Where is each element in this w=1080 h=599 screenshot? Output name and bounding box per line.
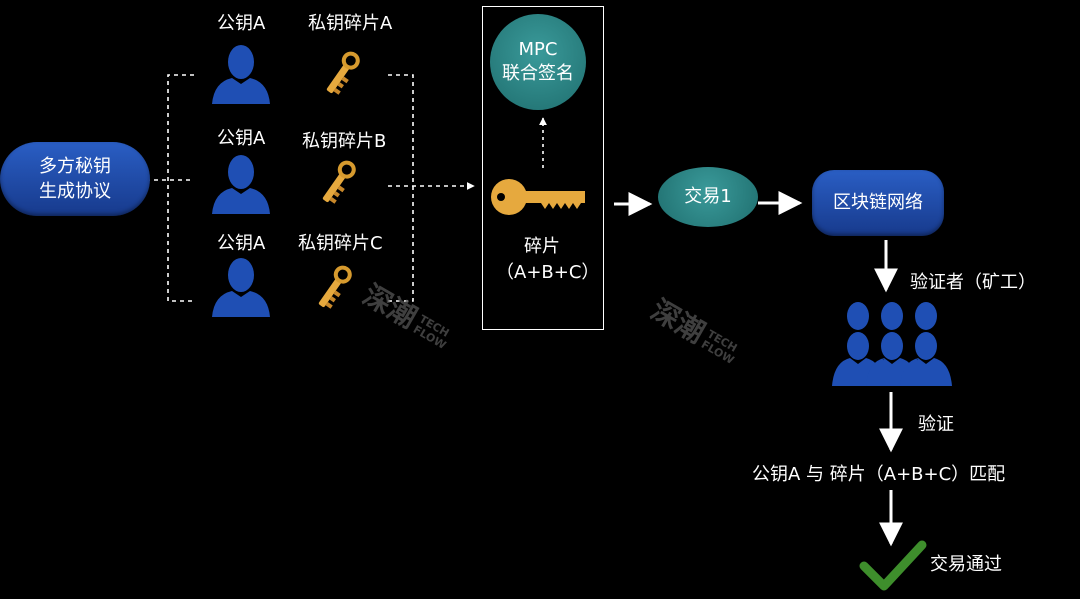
transaction-node: 交易1 — [658, 167, 758, 227]
private-key-shard-label: 私钥碎片B — [302, 131, 387, 152]
shard-label-line2: （A+B+C） — [496, 262, 600, 283]
public-key-label: 公钥A — [217, 13, 266, 34]
shard-label-line1: 碎片 — [524, 236, 560, 257]
public-key-label: 公钥A — [217, 128, 266, 149]
transaction-label: 交易1 — [684, 185, 732, 207]
user-icon — [212, 258, 270, 317]
user-icon — [212, 155, 270, 214]
private-key-shard-label: 私钥碎片A — [308, 13, 393, 34]
blockchain-network-node: 区块链网络 — [812, 170, 944, 236]
protocol-label-line1: 多方秘钥 — [39, 155, 111, 177]
verifiers-label: 验证者（矿工） — [910, 272, 1036, 293]
combined-key-icon — [491, 179, 585, 215]
mpc-signing-box — [482, 6, 604, 330]
user-icon — [212, 45, 270, 104]
gold-key-icon — [326, 51, 360, 95]
transaction-passed-label: 交易通过 — [930, 554, 1002, 575]
mpc-label-line1: MPC — [518, 38, 558, 60]
mpc-signature-node: MPC 联合签名 — [490, 14, 586, 110]
network-label: 区块链网络 — [833, 192, 923, 214]
protocol-label-line2: 生成协议 — [39, 181, 111, 202]
right-bracket — [388, 74, 475, 302]
private-key-shard-label: 私钥碎片C — [298, 233, 383, 254]
match-label: 公钥A 与 碎片（A+B+C）匹配 — [752, 464, 1006, 485]
check-mark-icon — [859, 540, 927, 591]
gold-key-icon — [318, 265, 352, 309]
public-key-label: 公钥A — [217, 233, 266, 254]
left-bracket — [146, 74, 194, 302]
gold-key-icon — [322, 160, 356, 204]
verify-label: 验证 — [918, 414, 954, 435]
verifiers-group-icon — [832, 302, 952, 386]
mpc-label-line2: 联合签名 — [502, 63, 574, 84]
mpc-keygen-protocol-node: 多方秘钥 生成协议 — [0, 142, 150, 216]
